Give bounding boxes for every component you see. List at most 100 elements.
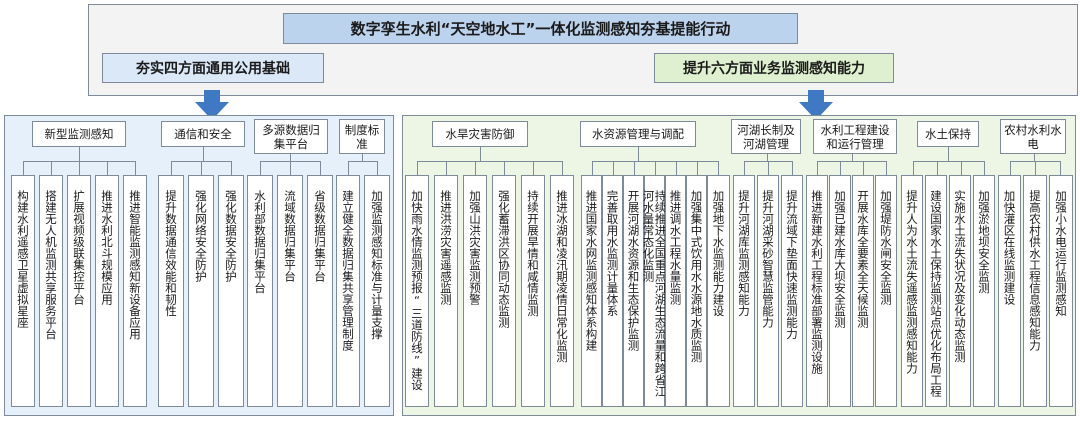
connector (446, 161, 447, 175)
connector (718, 161, 719, 175)
connector (744, 161, 745, 175)
item-remote-sensing-constellation: 构建水利遥感卫星虚拟星座 (11, 175, 35, 407)
item-ecological-protection: 开展河湖水资源和生态保护监测 (623, 175, 644, 407)
item-groundwater: 加强地下水监测能力建设 (707, 175, 730, 407)
group-flood-drought: 水旱灾害防御 (432, 121, 528, 147)
down-arrow-icon (195, 90, 229, 120)
item-check-dam: 加强淤地坝安全监测 (973, 175, 995, 407)
connector (231, 161, 232, 175)
down-arrow-icon (799, 90, 833, 120)
connector (937, 161, 938, 175)
connector (260, 161, 261, 175)
item-station-layout: 建设国家水土保持监测站点优化布局工程 (925, 175, 947, 407)
connector (886, 161, 887, 175)
connector (533, 161, 534, 175)
left-heading: 夯实四方面通用公用基础 (102, 53, 324, 83)
connector (1010, 161, 1011, 175)
item-rural-water-supply: 提高农村供水工程信息感知能力 (1023, 175, 1047, 407)
connector (961, 161, 962, 175)
connector (840, 161, 841, 175)
connector (290, 154, 291, 161)
group-soil-conservation: 水土保持 (917, 121, 979, 147)
connector (948, 147, 949, 161)
connector (417, 161, 562, 162)
connector (592, 161, 593, 175)
item-drone-platform: 搭建无人机监测共享服务平台 (39, 175, 63, 407)
group-water-resources: 水资源管理与调配 (580, 121, 696, 147)
item-network-security: 强化网络安全防护 (188, 175, 214, 407)
item-basin-platform: 流域数据归集平台 (277, 175, 303, 407)
connector (852, 154, 853, 161)
connector (362, 154, 363, 161)
item-video-cascade: 扩展视频级联集控平台 (67, 175, 91, 407)
item-data-security: 强化数据安全防护 (218, 175, 244, 407)
item-small-hydropower: 加强小水电运行监测感知 (1049, 175, 1073, 407)
group-institution-standard: 制度标准 (339, 119, 385, 154)
connector (863, 161, 864, 175)
item-drought-salinity: 持续开展旱情和咸情监测 (521, 175, 545, 407)
main-title: 数字孪生水利“天空地水工”一体化监测感知夯基提能行动 (283, 13, 798, 44)
connector (817, 161, 818, 175)
item-mountain-flood: 加强山洪灾害监测预警 (463, 175, 487, 407)
connector (634, 161, 635, 175)
connector (1034, 154, 1035, 161)
item-provincial-platform: 省级数据归集平台 (307, 175, 333, 407)
group-new-monitoring: 新型监测感知 (32, 121, 126, 147)
connector (562, 161, 563, 175)
connector (171, 161, 172, 175)
connector (79, 161, 80, 175)
group-communication-security: 通信和安全 (161, 121, 245, 147)
connector (676, 161, 677, 175)
connector (1035, 161, 1036, 175)
item-levee-sluice: 加强堤防水闸安全监测 (875, 175, 897, 407)
connector (417, 161, 418, 175)
item-irrigation-district: 加快灌区在线监测建设 (998, 175, 1021, 407)
item-sharing-system: 建立健全数据归集共享管理制度 (336, 175, 360, 407)
item-smart-devices: 推进智能监测感知新设备应用 (123, 175, 147, 407)
connector (79, 147, 80, 161)
connector (320, 161, 321, 175)
connector (1060, 161, 1061, 175)
item-soil-erosion-sensing: 提升人为水土流失遥感监测感知能力 (901, 175, 923, 407)
connector (792, 161, 793, 175)
item-detention-area: 强化蓄滞洪区协同动态监测 (492, 175, 516, 407)
connector (768, 161, 769, 175)
connector (984, 161, 985, 175)
connector (23, 161, 24, 175)
connector (203, 147, 204, 161)
connector (504, 161, 505, 175)
group-river-lake: 河湖长制及河湖管理 (731, 119, 801, 154)
item-beidou: 推进水利北斗规模应用 (95, 175, 119, 407)
item-ice-lake: 推进冰湖和凌汛期凌情日常化监测 (550, 175, 574, 407)
item-ministry-platform: 水利部数据归集平台 (247, 175, 273, 407)
item-river-lake-monitoring: 提升河湖库监测感知能力 (733, 175, 755, 407)
connector (817, 161, 886, 162)
connector (638, 147, 639, 161)
connector (348, 161, 349, 175)
connector (290, 161, 291, 175)
connector (655, 161, 656, 175)
item-communication-resilience: 提升数据通信效能和韧性 (158, 175, 184, 407)
group-rural-water: 农村水利水电 (1000, 119, 1066, 154)
connector (480, 147, 481, 161)
connector (107, 161, 108, 175)
item-national-water-network: 推进国家水网监测感知体系构建 (581, 175, 602, 407)
item-metrology-support: 加强监测感知标准与计量支撑 (364, 175, 390, 407)
item-reservoir-all-weather: 开展水库全要素全天候监测 (852, 175, 874, 407)
connector (377, 161, 378, 175)
item-dam-safety: 加强已建水库大坝安全监测 (829, 175, 851, 407)
item-rain-forecast: 加快雨水情监测预报“三道防线”建设 (405, 175, 429, 407)
item-drinking-water-quality: 加强集中式饮用水水源地水质监测 (686, 175, 707, 407)
right-heading: 提升六方面业务监测感知能力 (654, 53, 894, 83)
connector (135, 161, 136, 175)
item-sand-mining: 提升河湖采砂智慧监管能力 (757, 175, 779, 407)
item-erosion-dynamics: 实施水土流失状况及变化动态监测 (949, 175, 971, 407)
connector (767, 154, 768, 161)
connector (201, 161, 202, 175)
group-engineering: 水利工程建设和运行管理 (813, 119, 897, 154)
item-water-transfer: 推进调水工程水量监测 (665, 175, 686, 407)
connector (913, 161, 914, 175)
connector (348, 161, 378, 162)
item-underlying-surface: 提升流域下垫面快速监测能力 (781, 175, 803, 407)
connector (697, 161, 698, 175)
